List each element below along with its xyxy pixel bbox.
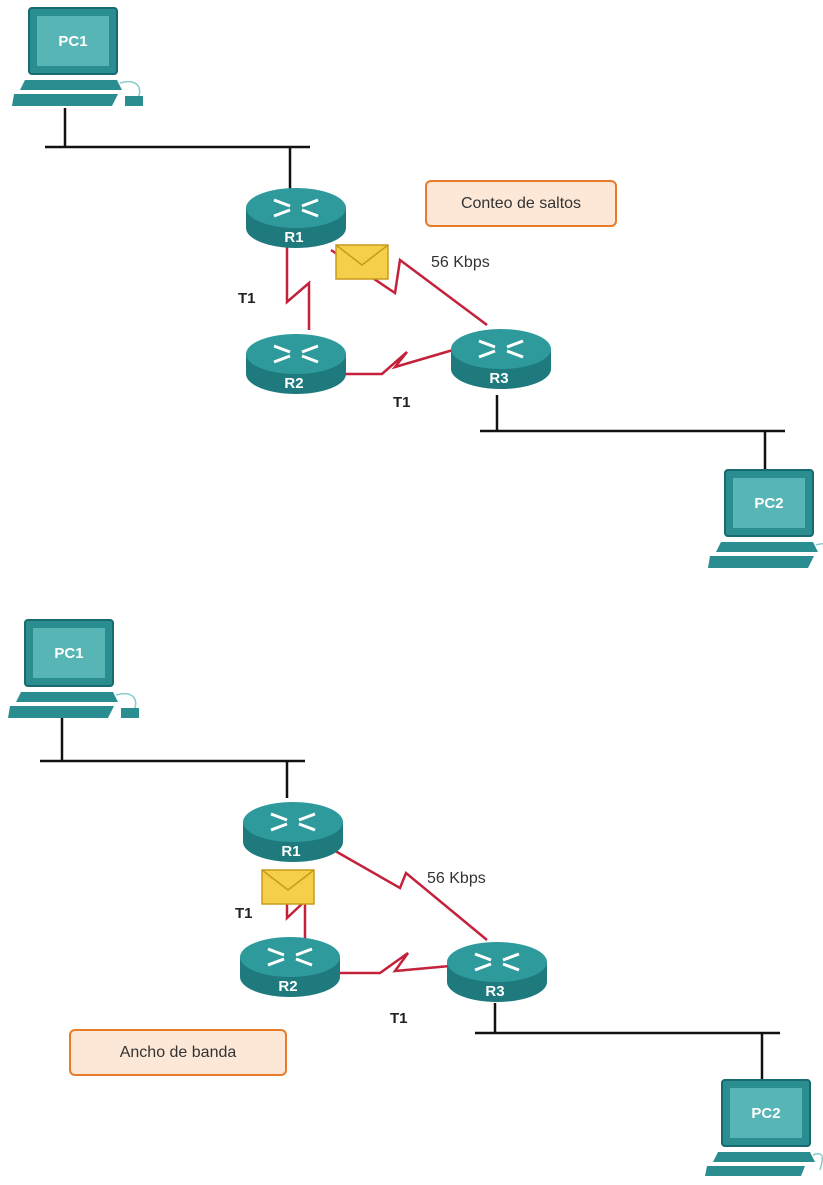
ethernet-lines — [40, 706, 780, 1080]
pc2-icon: PC2 — [705, 1079, 823, 1176]
pc1-label: PC1 — [54, 645, 83, 662]
link-r2-r3-label: T1 — [393, 394, 411, 411]
link-r1-r2-label: T1 — [238, 290, 256, 307]
link-r2-r3-label: T1 — [390, 1010, 408, 1027]
pc2-label: PC2 — [754, 495, 783, 512]
link-r1-r3 — [329, 846, 488, 941]
r3-label: R3 — [485, 983, 504, 1000]
r2-label: R2 — [284, 375, 303, 392]
callout-bandwidth: Ancho de banda — [69, 1029, 287, 1076]
link-r1-r2 — [285, 245, 311, 330]
link-r1-r3-label: 56 Kbps — [427, 870, 486, 887]
topology-1: PC1 PC2 R1 R2 — [12, 7, 823, 568]
callout-hop-count: Conteo de saltos — [425, 180, 617, 227]
ethernet-lines — [45, 108, 785, 470]
diagram-bandwidth: PC1 PC2 R1 R2 — [0, 593, 823, 1185]
router-r2-icon: R2 — [246, 334, 346, 394]
r1-label: R1 — [281, 843, 300, 860]
envelope-icon — [261, 869, 315, 905]
router-r2-icon: R2 — [240, 937, 340, 997]
link-r1-r3-label: 56 Kbps — [431, 254, 490, 271]
link-r1-r2-label: T1 — [235, 905, 253, 922]
pc2-icon: PC2 — [708, 469, 823, 568]
router-r3-icon: R3 — [447, 942, 547, 1002]
r3-label: R3 — [489, 370, 508, 387]
r1-label: R1 — [284, 229, 303, 246]
pc1-icon: PC1 — [8, 619, 139, 718]
router-r1-icon: R1 — [243, 802, 343, 862]
link-r2-r3 — [340, 951, 451, 975]
topology-2: PC1 PC2 R1 R2 — [8, 619, 823, 1176]
envelope-icon — [335, 244, 389, 280]
router-r1-icon: R1 — [246, 188, 346, 248]
diagram-hop-count: PC1 PC2 R1 R2 — [0, 0, 823, 592]
link-r2-r3 — [343, 348, 454, 376]
r2-label: R2 — [278, 978, 297, 995]
pc1-icon: PC1 — [12, 7, 143, 106]
pc1-label: PC1 — [58, 33, 87, 50]
router-r3-icon: R3 — [451, 329, 551, 389]
pc2-label: PC2 — [751, 1105, 780, 1122]
